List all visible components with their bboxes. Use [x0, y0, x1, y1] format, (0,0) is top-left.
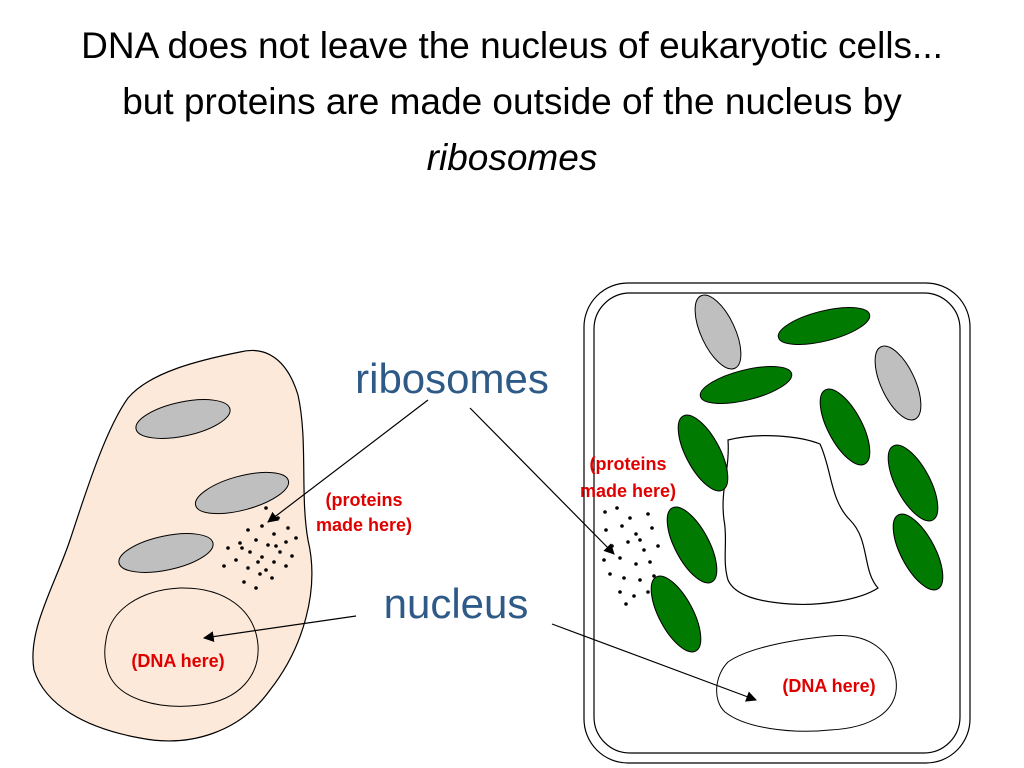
chloroplast-4: [677, 414, 729, 492]
label-animal-proteins-2: made here): [316, 515, 412, 535]
label-plant-proteins-2: made here): [580, 481, 676, 501]
arrow-nucleus-animal: [202, 615, 357, 642]
title-line-1: DNA does not leave the nucleus of eukary…: [81, 25, 943, 66]
chloroplast-6: [666, 506, 718, 584]
title-line-3: ribosomes: [426, 137, 598, 178]
label-animal-dna: (DNA here): [131, 651, 224, 671]
label-animal-proteins-1: (proteins: [325, 490, 402, 510]
arrows: [202, 399, 758, 702]
label-ribosomes: ribosomes: [355, 355, 549, 402]
plant-vacuole: [722, 435, 879, 605]
slide-title: DNA does not leave the nucleus of eukary…: [0, 18, 1024, 186]
title-line-2: but proteins are made outside of the nuc…: [122, 81, 902, 122]
arrow-ribosomes-plant: [469, 407, 615, 555]
label-nucleus: nucleus: [384, 580, 529, 627]
arrow-ribosomes-animal: [267, 399, 429, 523]
chloroplast-2: [699, 366, 793, 404]
plant-organelle-gray-1: [694, 294, 742, 370]
chloroplast-1: [777, 307, 871, 345]
arrow-nucleus-plant: [551, 623, 758, 702]
animal-nucleus: [104, 587, 259, 707]
animal-organelle-2: [194, 471, 290, 515]
chloroplast-8: [650, 575, 702, 653]
chloroplast-7: [892, 513, 944, 591]
plant-organelle-gray-2: [874, 345, 922, 421]
chloroplast-5: [887, 444, 939, 522]
plant-cell: [583, 282, 971, 764]
animal-organelle-3: [118, 533, 214, 573]
animal-cell: [32, 350, 313, 742]
label-plant-proteins-1: (proteins: [589, 454, 666, 474]
label-plant-dna: (DNA here): [782, 676, 875, 696]
chloroplast-3: [819, 388, 871, 466]
plant-ribosomes: [602, 506, 660, 606]
animal-organelle-1: [135, 399, 231, 439]
plant-nucleus: [716, 635, 897, 732]
